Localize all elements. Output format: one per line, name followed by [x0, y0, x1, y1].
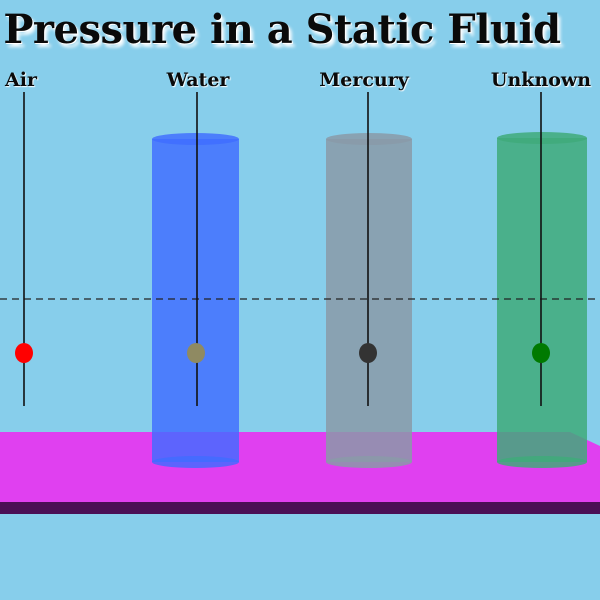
unknown-column	[497, 132, 587, 468]
water-column-bottom	[152, 456, 239, 468]
floor-side	[0, 502, 600, 514]
mercury-column-top	[326, 133, 412, 145]
mercury-column-body	[326, 139, 412, 462]
probe-label-air: Air	[5, 69, 37, 91]
probe-label-water: Water	[166, 69, 230, 91]
unknown-column-top	[497, 132, 587, 144]
probe-label-unknown: Unknown	[490, 69, 592, 91]
water-column-body	[152, 139, 239, 462]
mercury-column-bottom	[326, 456, 412, 468]
probe-label-mercury: Mercury	[319, 69, 409, 91]
mercury-probe-bulb[interactable]	[359, 343, 377, 363]
water-probe-bulb[interactable]	[187, 343, 205, 363]
floor-top	[0, 432, 600, 502]
air-probe-bulb[interactable]	[15, 343, 33, 363]
page-title: Pressure in a Static Fluid	[3, 6, 561, 53]
water-column-top	[152, 133, 239, 145]
water-column	[152, 133, 239, 468]
unknown-probe-bulb[interactable]	[532, 343, 550, 363]
mercury-column	[326, 133, 412, 468]
unknown-column-bottom	[497, 456, 587, 468]
unknown-column-body	[497, 138, 587, 462]
